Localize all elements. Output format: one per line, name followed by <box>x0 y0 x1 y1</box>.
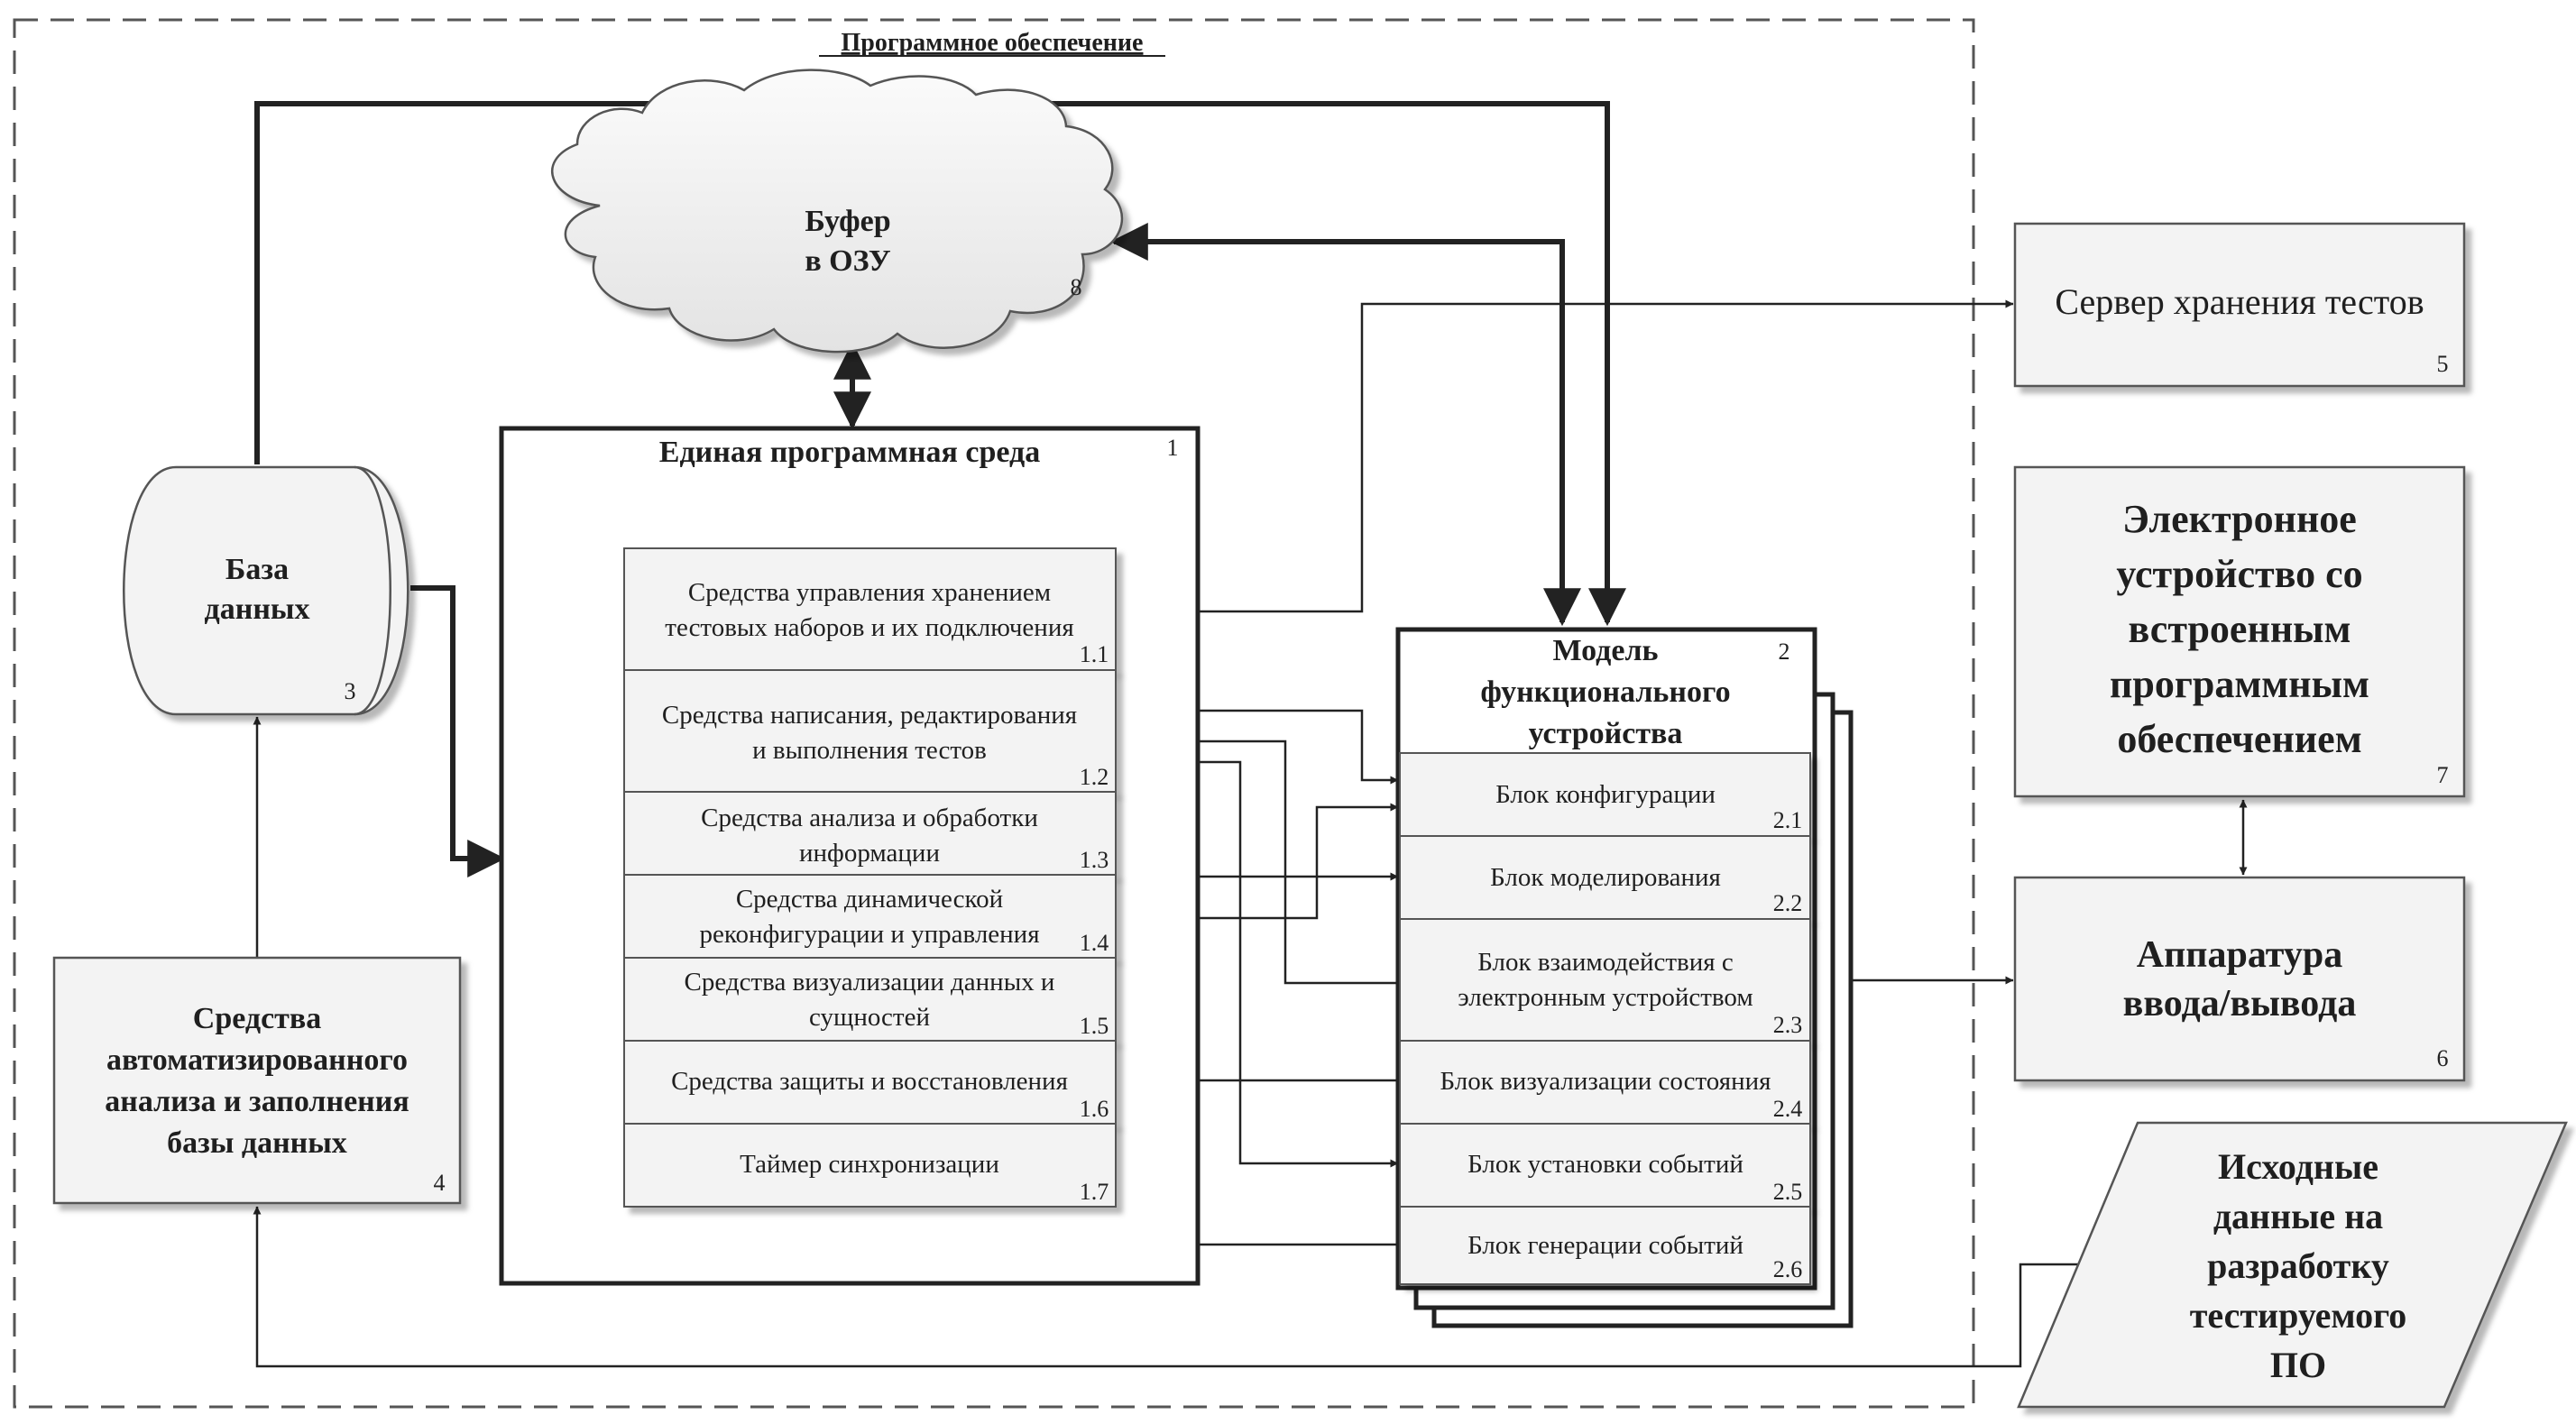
env-block-1-6-line1: Средства защиты и восстановления <box>671 1067 1068 1096</box>
unified-env-title: Единая программная среда <box>659 436 1040 469</box>
test-server-box: Сервер хранения тестов 5 <box>2013 222 2466 388</box>
embedded-device-line2: устройство со <box>2116 552 2362 596</box>
embedded-device-line4: программным <box>2110 662 2369 706</box>
io-hardware-number: 6 <box>2437 1045 2449 1071</box>
model-block-2-1: Блок конфигурации 2.1 <box>1399 752 1811 837</box>
software-frame: Программное обеспечение <box>13 18 1975 1409</box>
model-block-2-5-number: 2.5 <box>1773 1179 1803 1205</box>
env-block-1-3: Средства анализа и обработки информации … <box>623 791 1117 876</box>
env-block-1-1: Средства управления хранением тестовых н… <box>623 547 1117 671</box>
embedded-device-box: Электронное устройство со встроенным про… <box>2013 465 2466 798</box>
analysis-number: 4 <box>434 1170 446 1196</box>
env-block-1-4-line2: реконфигурации и управления <box>699 920 1039 949</box>
buffer-cloud: Буфер в ОЗУ 8 <box>551 69 1124 354</box>
conn-1-2-to-2-1 <box>1118 709 1399 785</box>
conn-1-4-to-2-1 <box>1118 803 1399 920</box>
io-hardware-line1: Аппаратура <box>2137 934 2342 976</box>
model-block-2-2-line1: Блок моделирования <box>1490 863 1721 892</box>
model-block-2-3-line2: электронным устройством <box>1458 983 1753 1012</box>
database-line1: База <box>225 553 289 586</box>
model-block-2-6: Блок генерации событий 2.6 <box>1399 1206 1811 1285</box>
model-block-2-5: Блок установки событий 2.5 <box>1399 1123 1811 1208</box>
env-block-1-3-number: 1.3 <box>1080 847 1109 873</box>
db-to-env-connector <box>410 585 506 877</box>
model-number: 2 <box>1779 639 1790 665</box>
model-block-2-3-line1: Блок взаимодействия с <box>1477 948 1734 977</box>
automated-analysis-box: Средства автоматизированного анализа и з… <box>52 956 462 1205</box>
model-block-2-4: Блок визуализации состояния 2.4 <box>1399 1040 1811 1125</box>
env-block-1-1-line1: Средства управления хранением <box>688 578 1051 607</box>
tests-server-connector <box>1118 299 2014 616</box>
env-block-1-7-number: 1.7 <box>1080 1179 1109 1205</box>
env-block-1-2-line2: и выполнения тестов <box>752 736 987 765</box>
analysis-line-2: автоматизированного <box>106 1043 408 1077</box>
model-block-2-1-number: 2.1 <box>1773 807 1803 833</box>
embedded-device-line3: встроенным <box>2128 607 2351 651</box>
test-server-number: 5 <box>2437 351 2449 377</box>
model-block-2-1-line1: Блок конфигурации <box>1495 780 1716 809</box>
env-block-1-6-number: 1.6 <box>1080 1096 1109 1122</box>
env-block-1-2-number: 1.2 <box>1080 764 1109 790</box>
env-blocks: Средства управления хранением тестовых н… <box>623 547 1117 1208</box>
source-to-analysis-connector <box>253 1206 2097 1368</box>
database-number: 3 <box>345 678 356 704</box>
model-block-2-6-number: 2.6 <box>1773 1256 1803 1282</box>
embedded-device-line1: Электронное <box>2122 497 2357 541</box>
buffer-line2: в ОЗУ <box>805 244 890 278</box>
env-block-1-7: Таймер синхронизации 1.7 <box>623 1123 1117 1208</box>
model-title-line3: устройства <box>1529 717 1683 750</box>
model-block-2-4-line1: Блок визуализации состояния <box>1440 1067 1771 1096</box>
env-block-1-5-line2: сущностей <box>809 1003 930 1032</box>
env-block-1-4: Средства динамической реконфигурации и у… <box>623 874 1117 959</box>
env-block-1-3-line2: информации <box>799 839 940 868</box>
env-block-1-1-number: 1.1 <box>1080 641 1109 667</box>
model-block-2-5-line1: Блок установки событий <box>1467 1150 1743 1179</box>
analysis-line-3: анализа и заполнения <box>105 1085 409 1118</box>
env-block-1-5-line1: Средства визуализации данных и <box>685 968 1055 997</box>
io-hardware-box: Аппаратура ввода/вывода 6 <box>2013 876 2466 1082</box>
env-block-1-3-line1: Средства анализа и обработки <box>701 804 1038 832</box>
env-block-1-4-line1: Средства динамической <box>736 885 1003 914</box>
database-line2: данных <box>205 593 310 626</box>
io-hardware-line2: ввода/вывода <box>2123 983 2357 1024</box>
env-block-1-2-line1: Средства написания, редактирования <box>662 701 1077 730</box>
model-block-2-2-number: 2.2 <box>1773 890 1803 916</box>
buffer-line1: Буфер <box>805 205 890 238</box>
model-block-2-2: Блок моделирования 2.2 <box>1399 835 1811 920</box>
env-block-1-2: Средства написания, редактирования и вып… <box>623 669 1117 793</box>
model-block-2-6-line1: Блок генерации событий <box>1467 1231 1743 1260</box>
software-frame-title: Программное обеспечение <box>842 29 1144 57</box>
buffer-number: 8 <box>1071 274 1082 300</box>
model-block-2-3-number: 2.3 <box>1773 1012 1803 1038</box>
source-data-box: Исходные данные на разработку тестируемо… <box>2017 1121 2568 1409</box>
model-title-line1: Модель <box>1552 634 1658 667</box>
source-data-line1: Исходные <box>2218 1146 2378 1187</box>
env-block-1-1-line2: тестовых наборов и их подключения <box>665 613 1073 642</box>
env-block-1-7-line1: Таймер синхронизации <box>740 1150 999 1179</box>
env-block-1-6: Средства защиты и восстановления 1.6 <box>623 1040 1117 1125</box>
unified-env-number: 1 <box>1167 435 1179 461</box>
env-block-1-5-number: 1.5 <box>1080 1013 1109 1039</box>
source-data-line4: тестируемого <box>2190 1295 2406 1336</box>
model-title-line2: функционального <box>1480 675 1730 709</box>
test-server-label: Сервер хранения тестов <box>2055 281 2424 322</box>
embedded-device-number: 7 <box>2437 762 2449 788</box>
source-data-line5: ПО <box>2270 1345 2326 1385</box>
analysis-line-4: базы данных <box>167 1126 347 1160</box>
embedded-device-line5: обеспечением <box>2117 717 2361 761</box>
model-blocks: Блок конфигурации 2.1 Блок моделирования… <box>1399 752 1811 1285</box>
database: База данных 3 <box>123 465 409 716</box>
source-data-line2: данные на <box>2213 1196 2383 1236</box>
env-block-1-4-number: 1.4 <box>1080 930 1109 956</box>
model-block-2-4-number: 2.4 <box>1773 1096 1803 1122</box>
env-block-1-5: Средства визуализации данных и сущностей… <box>623 957 1117 1042</box>
model-block-2-3: Блок взаимодействия с электронным устрой… <box>1399 918 1811 1042</box>
source-data-line3: разработку <box>2207 1245 2389 1286</box>
analysis-line-1: Средства <box>193 1002 321 1035</box>
